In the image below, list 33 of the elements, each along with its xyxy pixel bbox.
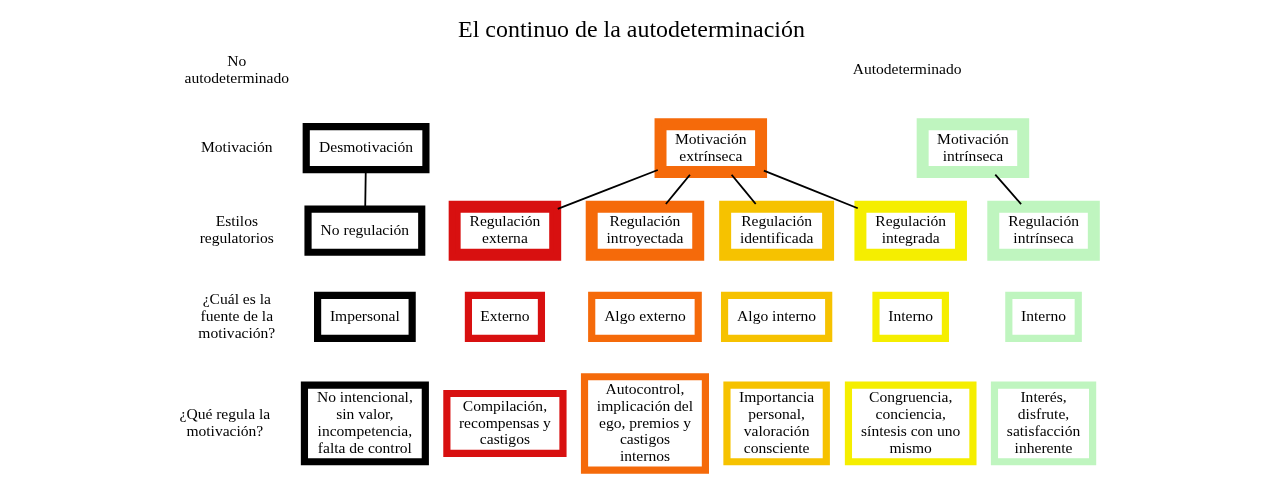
- node-box: Interés, disfrute, satisfacción inherente: [990, 381, 1096, 466]
- node-box: No intencional, sin valor, incompetencia, falta de control: [300, 381, 429, 466]
- node-box: No regulación: [303, 205, 425, 256]
- node-box: Regulación identificada: [718, 200, 834, 261]
- node-box: Algo externo: [587, 291, 702, 343]
- node-box: Regulación externa: [448, 200, 561, 261]
- node-box: Impersonal: [313, 291, 416, 343]
- node-box: Autocontrol, implicación del ego, premios y castigos internos: [580, 373, 709, 474]
- node-box: Compilación, recompensas y castigos: [442, 389, 567, 457]
- label: Autodeterminado: [852, 60, 961, 78]
- node-box: Regulación introyectada: [585, 200, 704, 261]
- node-box: Interno: [1004, 291, 1082, 343]
- node-box: Motivación extrínseca: [654, 118, 767, 179]
- connector: [556, 169, 659, 210]
- node-box: Algo interno: [720, 291, 832, 343]
- node-box: Motivación intrínseca: [916, 118, 1029, 179]
- node-box: Externo: [464, 291, 545, 343]
- node-box: Desmotivación: [302, 123, 429, 174]
- label: ¿Qué regula la motivación?: [179, 405, 270, 439]
- connector: [762, 169, 859, 210]
- diagram-title: El continuo de la autodeterminación: [457, 15, 805, 42]
- node-box: Regulación integrada: [853, 200, 967, 261]
- label: Motivación: [200, 138, 273, 156]
- label: No autodeterminado: [184, 52, 289, 86]
- connector: [993, 173, 1022, 205]
- connector: [664, 173, 691, 205]
- node-box: Importancia personal, valoración consciente: [722, 381, 830, 466]
- node-box: Regulación intrínseca: [986, 200, 1100, 261]
- label: ¿Cuál es la fuente de la motivación?: [197, 290, 275, 341]
- label: Estilos regulatorios: [199, 212, 274, 247]
- node-box: Congruencia, conciencia, síntesis con uno mismo: [844, 381, 976, 466]
- connector: [730, 173, 757, 205]
- node-box: Interno: [871, 291, 949, 343]
